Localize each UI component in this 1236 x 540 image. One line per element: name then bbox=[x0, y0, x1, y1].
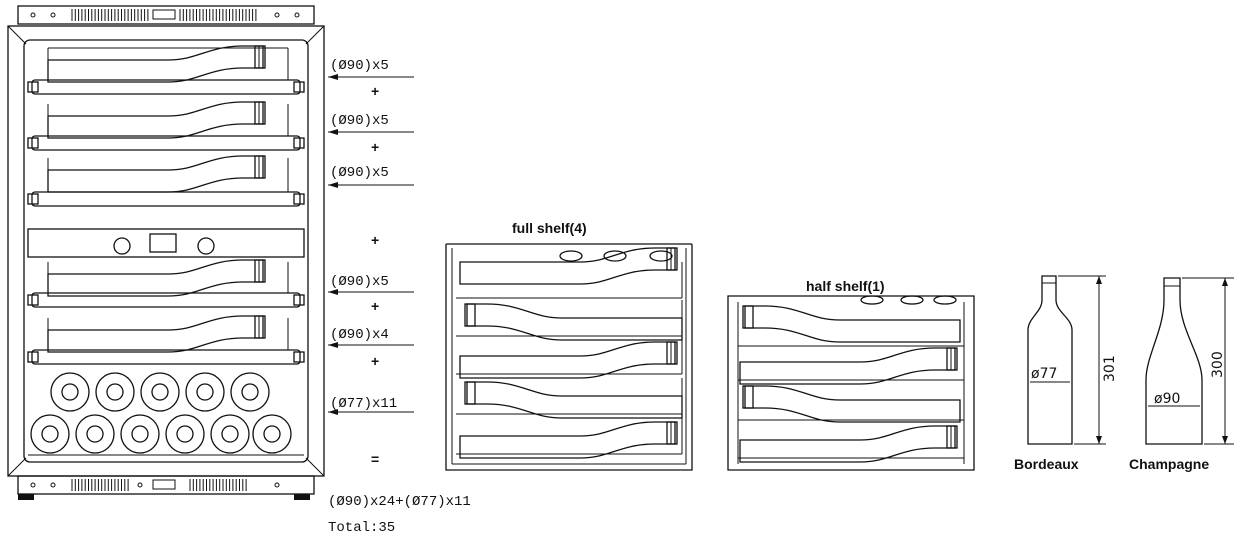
total-formula: (Ø90)x24+(Ø77)x11 bbox=[328, 494, 471, 510]
wine-bottle-side bbox=[739, 425, 958, 463]
cabinet-shelf bbox=[31, 79, 301, 95]
wine-bottle-side bbox=[739, 347, 958, 385]
bordeaux-label: Bordeaux bbox=[1014, 456, 1079, 472]
shelf-rail bbox=[293, 193, 305, 205]
arrow-head bbox=[328, 182, 338, 188]
total-count: Total:35 bbox=[328, 520, 395, 536]
shelf-capacity-label: (Ø77)x11 bbox=[330, 396, 397, 412]
plus-sign: + bbox=[371, 353, 379, 369]
wine-bottle-end bbox=[252, 414, 292, 454]
shelf-capacity-label: (Ø90)x5 bbox=[330, 58, 389, 74]
shelf-capacity-label: (Ø90)x4 bbox=[330, 327, 389, 343]
wine-bottle-end bbox=[120, 414, 160, 454]
wine-bottle-side bbox=[47, 45, 266, 83]
wine-bottle-side bbox=[459, 421, 678, 459]
wine-bottle-side bbox=[464, 303, 683, 341]
plus-sign: + bbox=[371, 298, 379, 314]
shelf-rail bbox=[27, 81, 39, 93]
bordeaux-bottle: ø77 301 Bordeaux bbox=[1014, 275, 1118, 472]
shelf-rail bbox=[27, 294, 39, 306]
full-shelf-title: full shelf(4) bbox=[512, 220, 587, 236]
wine-bottle-side bbox=[47, 155, 266, 193]
champagne-height: 300 bbox=[1210, 351, 1226, 378]
half-shelf-title: half shelf(1) bbox=[806, 278, 885, 294]
plus-sign: + bbox=[371, 232, 379, 248]
wine-cooler-front-view bbox=[7, 5, 325, 500]
arrow-head bbox=[328, 342, 338, 348]
wine-bottle-side bbox=[47, 101, 266, 139]
half-shelf-drawing: half shelf(1) bbox=[727, 278, 975, 471]
cabinet-shelf bbox=[31, 292, 301, 308]
shelf-capacity-label: (Ø90)x5 bbox=[330, 274, 389, 290]
plus-sign: + bbox=[371, 139, 379, 155]
wine-bottle-end bbox=[230, 372, 270, 412]
wine-bottle-end bbox=[30, 414, 70, 454]
full-shelf-drawing: full shelf(4) bbox=[445, 220, 693, 471]
wine-bottle-side bbox=[464, 381, 683, 419]
shelf-rail bbox=[293, 294, 305, 306]
wine-bottle-end bbox=[165, 414, 205, 454]
shelf-rail bbox=[27, 351, 39, 363]
wine-bottle-side bbox=[459, 247, 678, 285]
capacity-arrows bbox=[328, 74, 414, 415]
arrow-head bbox=[328, 129, 338, 135]
wine-bottle-end bbox=[50, 372, 90, 412]
cabinet-shelf bbox=[31, 135, 301, 151]
champagne-label: Champagne bbox=[1129, 456, 1209, 472]
shelf-rail bbox=[293, 351, 305, 363]
wine-bottle-side bbox=[47, 259, 266, 297]
shelf-rail bbox=[27, 193, 39, 205]
wine-bottle-side bbox=[742, 385, 961, 423]
arrow-head bbox=[328, 409, 338, 415]
wine-bottle-side bbox=[742, 305, 961, 343]
wine-bottle-side bbox=[47, 315, 266, 353]
arrow-head bbox=[328, 74, 338, 80]
equals-sign: = bbox=[371, 451, 379, 467]
cabinet-shelf bbox=[31, 349, 301, 365]
champagne-diameter: ø90 bbox=[1154, 391, 1180, 407]
bordeaux-height: 301 bbox=[1102, 355, 1118, 382]
wine-bottle-side bbox=[459, 341, 678, 379]
shelf-rail bbox=[293, 137, 305, 149]
wine-bottle-end bbox=[75, 414, 115, 454]
wine-bottle-end bbox=[95, 372, 135, 412]
bordeaux-diameter: ø77 bbox=[1031, 366, 1057, 382]
shelf-rail bbox=[27, 137, 39, 149]
wine-bottle-end bbox=[185, 372, 225, 412]
shelf-capacity-label: (Ø90)x5 bbox=[330, 165, 389, 181]
wine-bottle-end bbox=[210, 414, 250, 454]
arrow-head bbox=[328, 289, 338, 295]
shelf-capacity-label: (Ø90)x5 bbox=[330, 113, 389, 129]
wine-bottle-end bbox=[140, 372, 180, 412]
plus-sign: + bbox=[371, 83, 379, 99]
champagne-bottle: ø90 300 Champagne bbox=[1129, 277, 1234, 472]
shelf-rail bbox=[293, 81, 305, 93]
cabinet-shelf bbox=[31, 191, 301, 207]
